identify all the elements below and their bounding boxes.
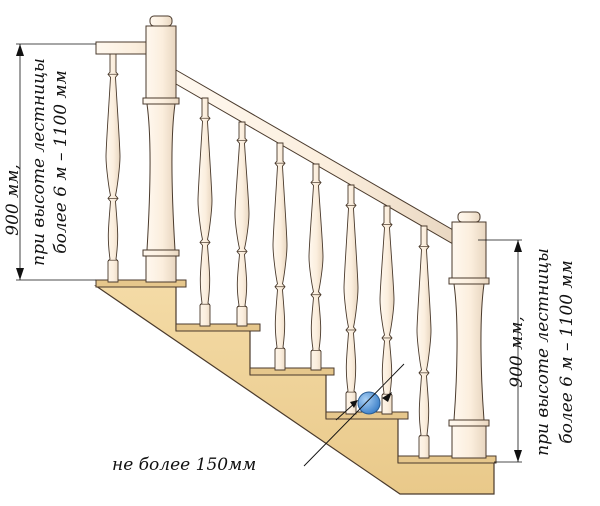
right-dimension-line3: более 6 м – 1100 мм [557,260,577,443]
baluster [105,53,121,283]
baluster [234,121,250,327]
right-dimension-line1: 900 мм, [507,316,527,387]
stair-stringer [94,279,497,495]
gap-note: не более 150мм [112,455,256,475]
baluster [416,225,432,459]
stair-tread [95,279,187,288]
right-dimension-line2: при высоте лестницы [533,248,553,456]
left-dimension-line1: 900 мм, [3,164,23,235]
stair-tread [397,455,497,464]
baluster [379,205,395,415]
gap-ball [357,391,381,415]
baluster [308,163,324,371]
gap-leader [303,363,405,467]
left-dimension-line3: более 6 м – 1100 мм [51,70,71,253]
left-dimension-line2: при высоте лестницы [29,58,49,266]
left-newel-post [142,15,180,283]
right-newel-post [448,211,490,459]
baluster [272,142,288,371]
left-dimension: 900 мм, при высоте лестницы более 6 м – … [3,43,96,281]
stair-tread [249,367,335,376]
stair-tread [175,323,261,332]
right-dimension: 900 мм, при высоте лестницы более 6 м – … [478,239,577,463]
balusters [105,53,432,459]
baluster [343,184,359,415]
baluster [197,97,213,327]
